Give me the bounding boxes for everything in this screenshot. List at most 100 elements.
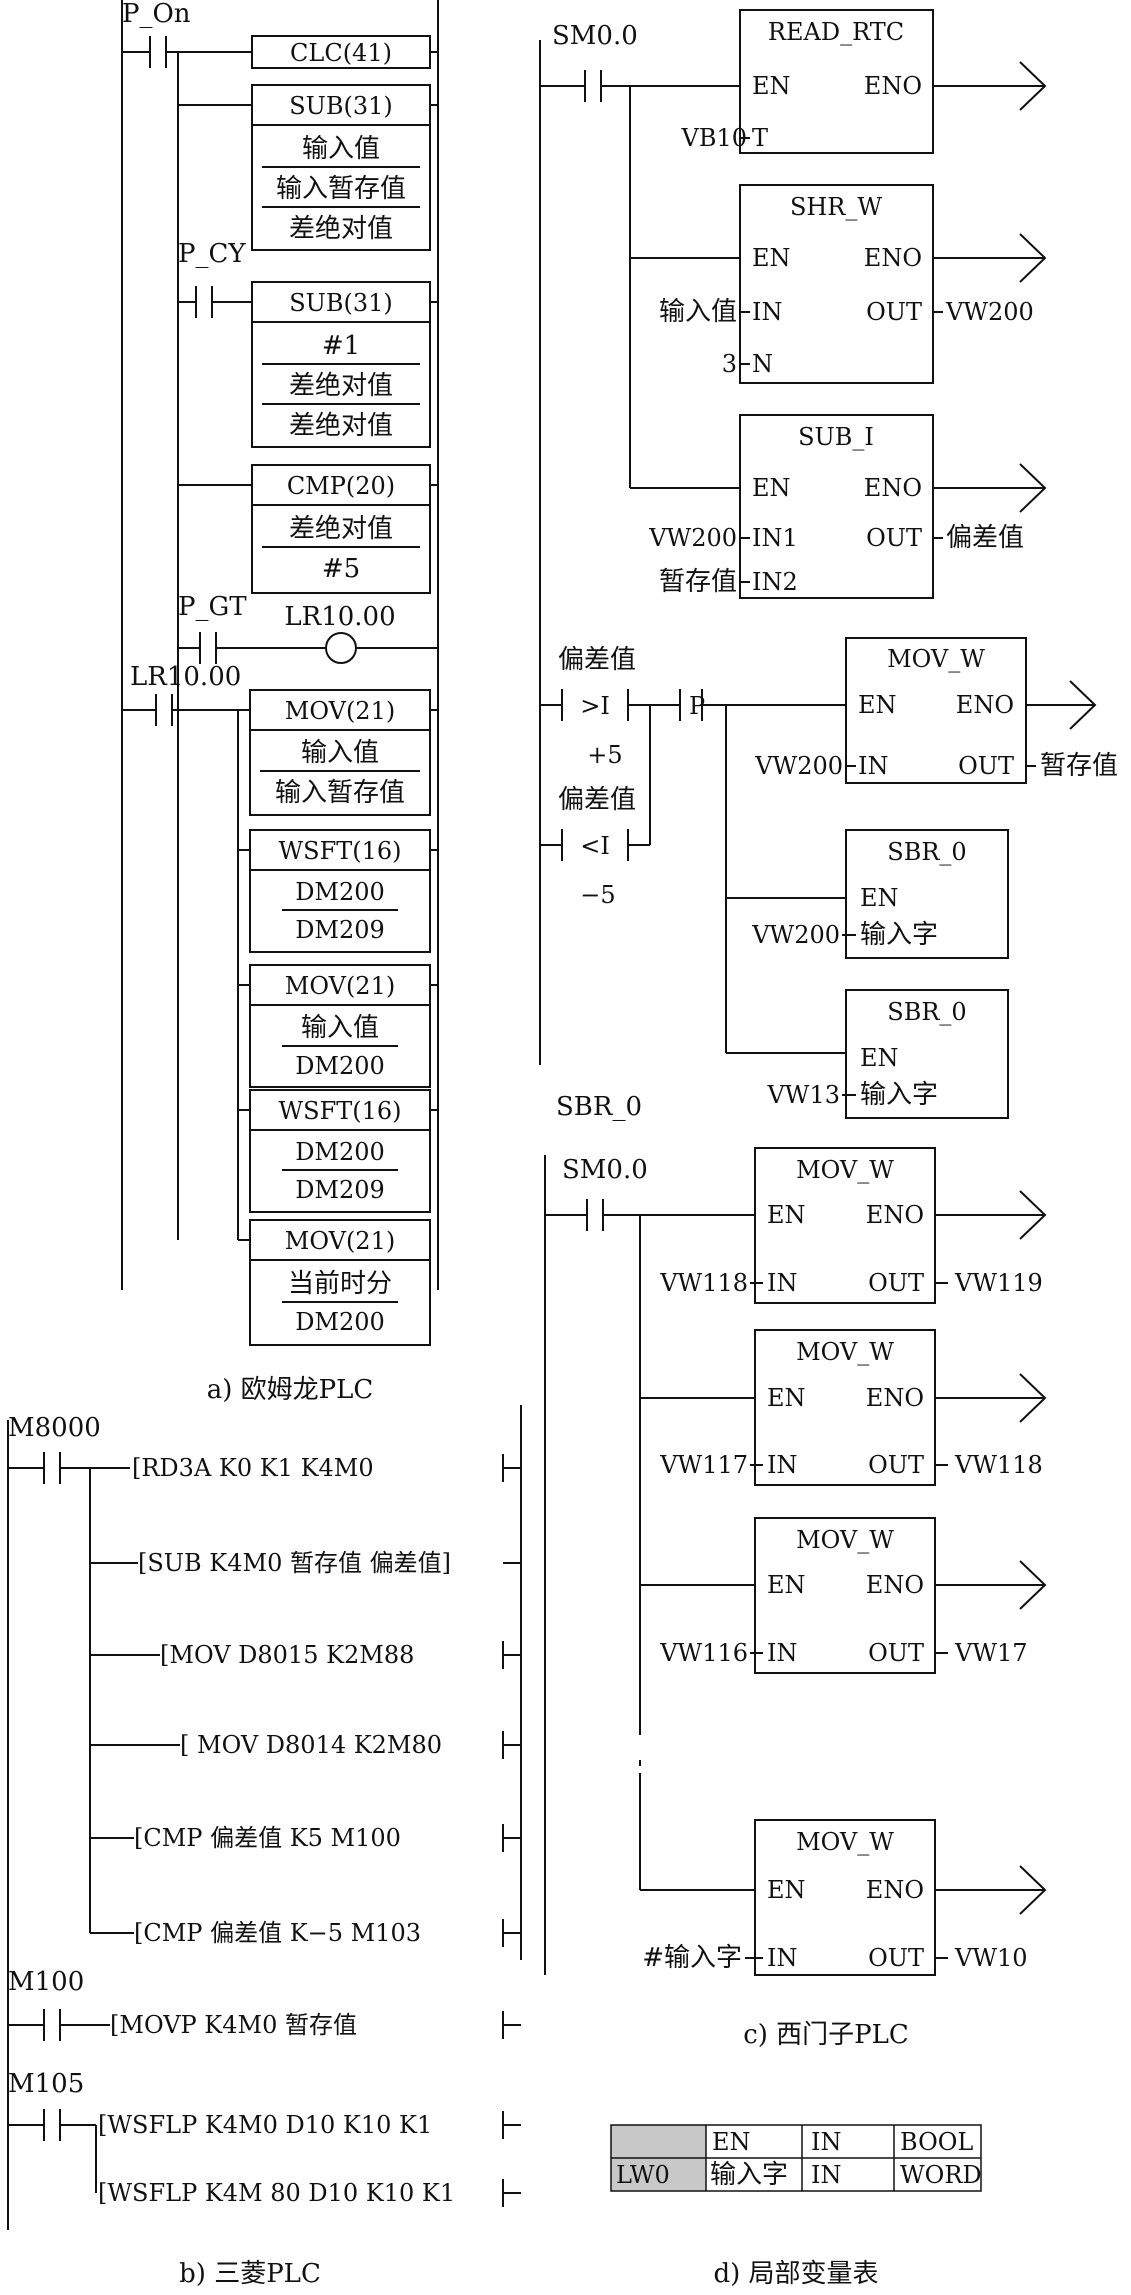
siemens-pin-en: EN [860, 884, 899, 912]
siemens-pin-eno: ENO [956, 691, 1014, 719]
omron-operand: 当前时分 [288, 1269, 392, 1299]
siemens-contact-label: SM0.0 [552, 21, 638, 51]
omron-ladder: P_On CLC(41) SUB(31) 输入值 输入暂存值 差绝对值 P_CY… [121, 0, 439, 1405]
table-caption: d) 局部变量表 [713, 2259, 878, 2289]
omron-operand: 输入值 [301, 738, 379, 768]
omron-operand: 输入暂存值 [276, 174, 406, 204]
siemens-compare-label: 偏差值 [558, 785, 636, 815]
omron-operand: #5 [322, 554, 360, 584]
siemens-pin-value: 3 [722, 350, 737, 378]
omron-block-title: WSFT(16) [278, 837, 401, 865]
siemens-block-sbr-call [845, 829, 1009, 959]
table-cell: BOOL [900, 2128, 973, 2156]
omron-operand: 输入值 [302, 134, 380, 164]
omron-block-mov-2 [249, 964, 431, 1088]
omron-block-mov-3 [249, 1219, 431, 1346]
omron-operand: 差绝对值 [289, 214, 393, 244]
table-header-shade [611, 2125, 706, 2158]
omron-block-title: SUB(31) [289, 289, 393, 317]
siemens-block-shr-w [739, 184, 934, 384]
siemens-pin-en: EN [767, 1384, 806, 1412]
siemens-pin-value: VB10 [680, 124, 747, 152]
omron-block-sub-2 [251, 281, 431, 448]
omron-coil [325, 632, 357, 664]
siemens-output-arrow [1019, 1373, 1047, 1423]
siemens-pin-in: IN [752, 298, 782, 326]
siemens-pin-in: IN [767, 1944, 797, 1972]
siemens-pin-eno: ENO [864, 474, 922, 502]
omron-contact-label: P_On [122, 0, 191, 29]
mitsubishi-instruction: [SUB K4M0 暂存值 偏差值] [138, 1549, 451, 1577]
omron-operand: 差绝对值 [289, 411, 393, 441]
omron-block-title: MOV(21) [285, 1227, 395, 1255]
siemens-output-arrow [1019, 61, 1047, 111]
omron-block-title: MOV(21) [285, 697, 395, 725]
table-cell: IN [811, 2161, 841, 2189]
siemens-compare-const: −5 [580, 881, 615, 909]
omron-operand: DM209 [295, 1176, 385, 1204]
siemens-pin-in: IN [767, 1269, 797, 1297]
siemens-block-title: MOV_W [887, 645, 985, 673]
siemens-pin-value: 偏差值 [946, 523, 1024, 553]
siemens-block-title: READ_RTC [768, 18, 904, 46]
siemens-output-arrow [1019, 233, 1047, 283]
siemens-pin-in: IN [858, 752, 888, 780]
siemens-pin-value: VW116 [659, 1639, 748, 1667]
siemens-block-sub-mov [754, 1819, 936, 1976]
siemens-pin-value: VW118 [659, 1269, 748, 1297]
table-cell: EN [712, 2128, 751, 2156]
omron-block-title: CMP(20) [287, 472, 395, 500]
omron-contact-label: LR10.00 [130, 662, 241, 692]
local-variable-table: EN IN BOOL LW0 输入字 IN WORD d) 局部变量表 [610, 2124, 982, 2289]
mitsubishi-instruction: [MOV D8015 K2M88 [160, 1641, 414, 1669]
siemens-compare-const: +5 [587, 741, 622, 769]
siemens-pin-value: VW117 [659, 1451, 748, 1479]
siemens-compare-label: 偏差值 [558, 645, 636, 675]
mitsubishi-contact-label: M100 [8, 1967, 84, 1997]
siemens-pin-out: OUT [868, 1944, 924, 1972]
siemens-pin-value: 暂存值 [659, 567, 737, 597]
siemens-pin-eno: ENO [866, 1876, 924, 1904]
siemens-pin-value: VW17 [954, 1639, 1028, 1667]
siemens-pin-out: OUT [866, 298, 922, 326]
siemens-pin-eno: ENO [866, 1384, 924, 1412]
siemens-pin-value: VW118 [954, 1451, 1043, 1479]
siemens-contact-label: SM0.0 [562, 1155, 648, 1185]
siemens-block-title: SUB_I [798, 423, 874, 451]
siemens-block-sub-i [739, 414, 934, 599]
siemens-pin-in: IN [767, 1451, 797, 1479]
siemens-pin-eno: ENO [864, 72, 922, 100]
omron-block-title: CLC(41) [290, 39, 392, 67]
mitsubishi-instruction: [CMP 偏差值 K−5 M103 [134, 1919, 421, 1947]
siemens-pin-input-word: 输入字 [860, 1080, 938, 1110]
mitsubishi-instruction: [WSFLP K4M 80 D10 K10 K1 [98, 2179, 455, 2207]
omron-block-sub-1 [251, 84, 431, 251]
siemens-subroutine-label: SBR_0 [556, 1092, 642, 1122]
siemens-pin-out: OUT [868, 1639, 924, 1667]
omron-coil-label: LR10.00 [284, 602, 395, 632]
omron-contact-label: P_GT [178, 592, 247, 622]
siemens-compare-op: <I [580, 832, 610, 860]
siemens-pin-in: IN [767, 1639, 797, 1667]
siemens-main-ladder: SM0.0 READ_RTC EN ENO VB10 T SHR_W EN EN… [539, 9, 1118, 1119]
omron-caption: a) 欧姆龙PLC [207, 1375, 374, 1405]
omron-operand: DM200 [295, 1138, 385, 1166]
siemens-output-arrow [1019, 463, 1047, 513]
siemens-pin-out: OUT [866, 524, 922, 552]
omron-block-wsft-1 [249, 829, 431, 953]
mitsubishi-instruction: [CMP 偏差值 K5 M100 [134, 1824, 401, 1852]
omron-block-title: MOV(21) [285, 972, 395, 1000]
mitsubishi-instruction: [ MOV D8014 K2M80 [180, 1731, 442, 1759]
siemens-block-mov-w [845, 637, 1027, 784]
siemens-pin-en: EN [752, 244, 791, 272]
siemens-block-read-rtc [739, 9, 934, 154]
omron-block-wsft-2 [249, 1089, 431, 1213]
siemens-pin-value: #输入字 [642, 1943, 742, 1973]
siemens-pin-in2: IN2 [752, 568, 798, 596]
omron-operand: DM209 [295, 916, 385, 944]
table-cell: IN [811, 2128, 841, 2156]
table-label-shade [611, 2158, 706, 2191]
siemens-pin-en: EN [860, 1044, 899, 1072]
siemens-block-sub-mov [754, 1147, 936, 1304]
mitsubishi-ladder: M8000 [RD3A K0 K1 K4M0 [SUB K4M0 暂存值 偏差值… [7, 1405, 522, 2289]
